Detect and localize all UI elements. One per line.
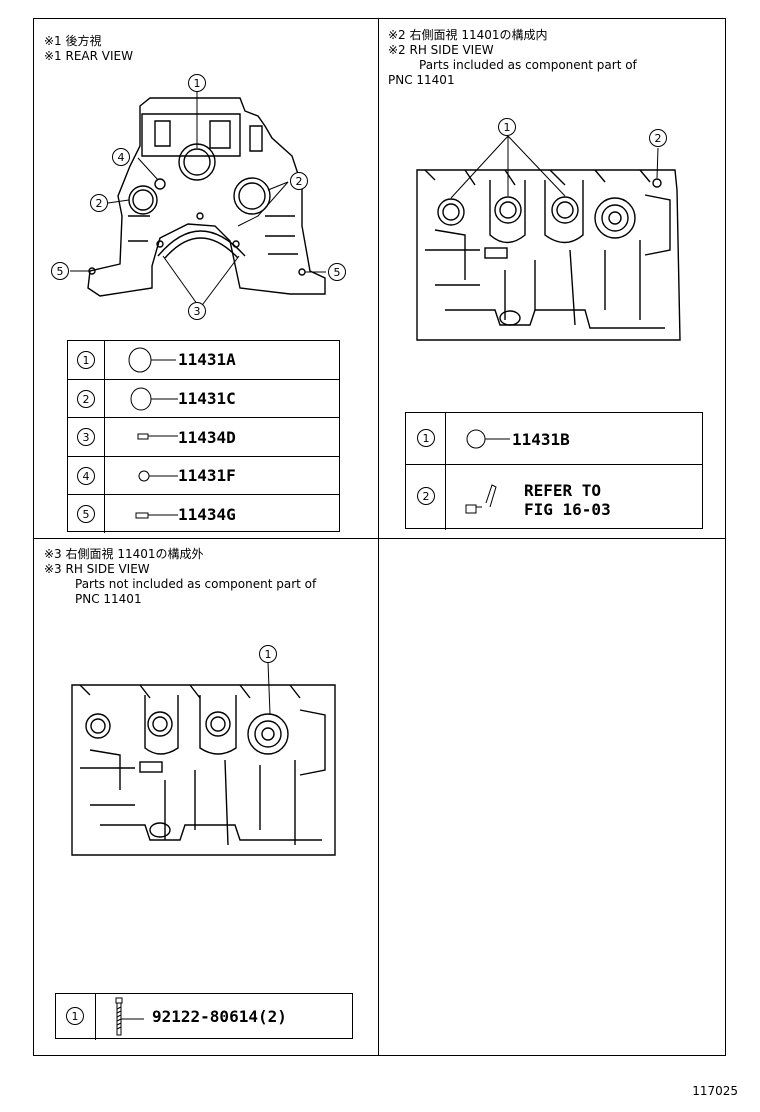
panel1-callout-2-right: 2 xyxy=(290,172,308,190)
row-number: 1 xyxy=(77,351,95,369)
part-number: 92122-80614(2) xyxy=(152,1007,287,1026)
part-number: 11431A xyxy=(178,350,236,369)
part-number: 11434G xyxy=(178,505,236,524)
row-number: 4 xyxy=(77,467,95,485)
table-row: 5 11434G xyxy=(68,495,339,533)
panel3-title-jp: ※3 右側面視 11401の構成外 xyxy=(44,547,204,561)
part-number: 11431C xyxy=(178,389,236,408)
panel3-callout-1: 1 xyxy=(259,645,277,663)
row-number: 3 xyxy=(77,428,95,446)
refer-line-1: REFER TO xyxy=(524,481,602,500)
panel2-desc-line1: Parts included as component part of xyxy=(419,58,637,72)
table-row: 2 11431C xyxy=(68,380,339,418)
panel3-title: ※3 右側面視 11401の構成外 ※3 RH SIDE VIEW Parts … xyxy=(44,547,316,607)
panel1-callout-3: 3 xyxy=(188,302,206,320)
panel1-title: ※1 後方視 ※1 REAR VIEW xyxy=(44,34,133,64)
panel1-parts-table: 1 11431A 2 11431C 3 11434D 4 11431F 5 11… xyxy=(67,340,340,533)
panel2-title-en: ※2 RH SIDE VIEW xyxy=(388,43,494,57)
rear-view-drawing xyxy=(70,84,326,309)
small-plug-icon xyxy=(138,470,178,482)
row-number: 2 xyxy=(417,487,435,505)
panel2-parts-table: 1 11431B 2 REFER TO FIG 16-03 xyxy=(405,412,703,530)
row-number: 1 xyxy=(66,1007,84,1025)
panel1-callout-1: 1 xyxy=(188,74,206,92)
plug-icon xyxy=(466,429,510,449)
panel3-desc-line1: Parts not included as component part of xyxy=(75,577,317,591)
panel1-callout-5-left: 5 xyxy=(51,262,69,280)
panel3-title-en: ※3 RH SIDE VIEW xyxy=(44,562,150,576)
table-row: 3 11434D xyxy=(68,418,339,457)
panel1-callout-2-left: 2 xyxy=(90,194,108,212)
panel2-title: ※2 右側面視 11401の構成内 ※2 RH SIDE VIEW Parts … xyxy=(388,28,637,88)
part-number: 11431B xyxy=(512,430,570,449)
document-id: 117025 xyxy=(692,1084,738,1098)
panel2-callout-2: 2 xyxy=(649,129,667,147)
panel3-parts-table: 1 92122-80614(2) xyxy=(55,993,353,1040)
oil-jet-icon xyxy=(465,484,497,514)
panel2-desc-line2: PNC 11401 xyxy=(388,73,455,87)
panel3-desc-line2: PNC 11401 xyxy=(75,592,142,606)
panel1-title-jp: ※1 後方視 xyxy=(44,34,102,48)
divider-vertical-top xyxy=(378,18,379,1056)
row-number: 5 xyxy=(77,505,95,523)
diagram-frame xyxy=(33,18,726,1056)
plug-icon xyxy=(130,387,178,411)
panel1-callout-5-right: 5 xyxy=(328,263,346,281)
part-number: 11434D xyxy=(178,428,236,447)
pin-icon xyxy=(137,433,178,440)
part-number: 11431F xyxy=(178,466,236,485)
panel2-title-jp: ※2 右側面視 11401の構成内 xyxy=(388,28,548,42)
pin-icon xyxy=(135,512,178,519)
bolt-icon xyxy=(115,997,144,1036)
table-row: 1 11431B xyxy=(406,413,702,465)
table-row: 2 REFER TO FIG 16-03 xyxy=(406,465,702,530)
row-number: 1 xyxy=(417,429,435,447)
table-row: 1 11431A xyxy=(68,341,339,380)
row-number: 2 xyxy=(77,390,95,408)
panel1-title-en: ※1 REAR VIEW xyxy=(44,49,133,63)
divider-horizontal xyxy=(33,538,726,539)
rh-side-view-not-included-drawing xyxy=(71,661,336,856)
rh-side-view-included-drawing xyxy=(416,135,681,341)
panel2-callout-1: 1 xyxy=(498,118,516,136)
table-row: 4 11431F xyxy=(68,457,339,495)
panel1-callout-4: 4 xyxy=(112,148,130,166)
table-row: 1 92122-80614(2) xyxy=(56,994,352,1040)
plug-icon xyxy=(128,347,176,373)
refer-line-2: FIG 16-03 xyxy=(524,500,611,519)
